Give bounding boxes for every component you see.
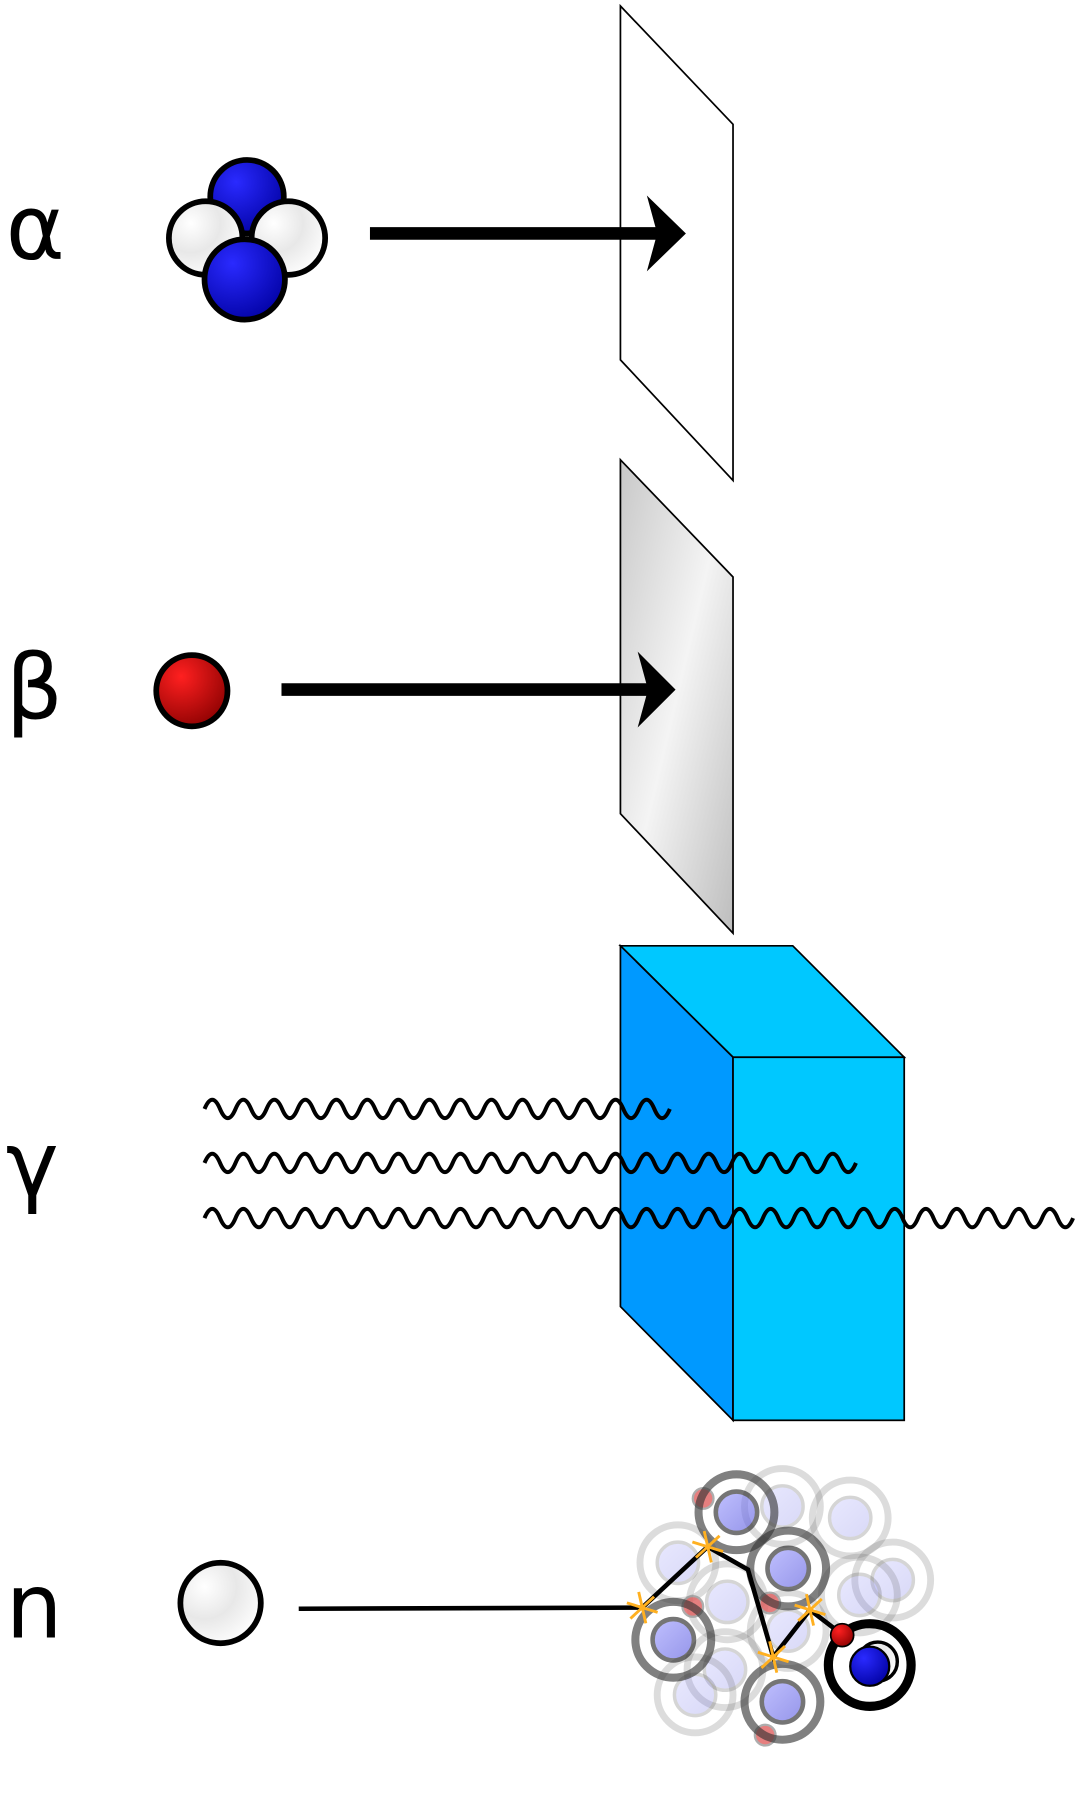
emitted-electron: [829, 1622, 855, 1648]
atom: [694, 1470, 779, 1555]
neutron-particle-icon: [177, 1559, 264, 1647]
faint-atom: [808, 1476, 892, 1560]
atom: [631, 1597, 716, 1682]
faint-atom: [818, 1553, 901, 1637]
alpha-arrow-icon: [369, 195, 686, 272]
alpha-proton: [201, 236, 288, 323]
gamma-wave-3: [202, 1206, 1075, 1230]
atom: [746, 1526, 831, 1611]
collision-spark-icon: [626, 1591, 659, 1624]
neutron-label: n: [6, 1555, 63, 1659]
gamma-wave-2: [202, 1151, 858, 1175]
alpha-label: α: [6, 177, 65, 281]
gamma-label: γ: [6, 1113, 59, 1217]
captured-atom: [823, 1619, 916, 1712]
collision-spark-icon: [691, 1530, 724, 1563]
paper-sheet: [619, 3, 734, 483]
alpha-particle-icon: [166, 157, 329, 323]
collision-spark-icon: [794, 1593, 826, 1626]
gamma-wave-1: [202, 1097, 672, 1121]
beta-label: β: [6, 636, 63, 740]
nuclei-cluster: [298, 1465, 935, 1747]
beta-particle-icon: [153, 652, 231, 730]
beta-arrow-icon: [281, 651, 676, 728]
block-front: [732, 1056, 906, 1422]
atom: [740, 1659, 825, 1744]
gamma-waves: [202, 1097, 1075, 1230]
aluminium-sheet: [619, 457, 734, 936]
collision-spark-icon: [757, 1640, 790, 1674]
faint-atom: [653, 1653, 737, 1737]
lead-block: [618, 943, 907, 1423]
faint-atom: [851, 1538, 935, 1622]
